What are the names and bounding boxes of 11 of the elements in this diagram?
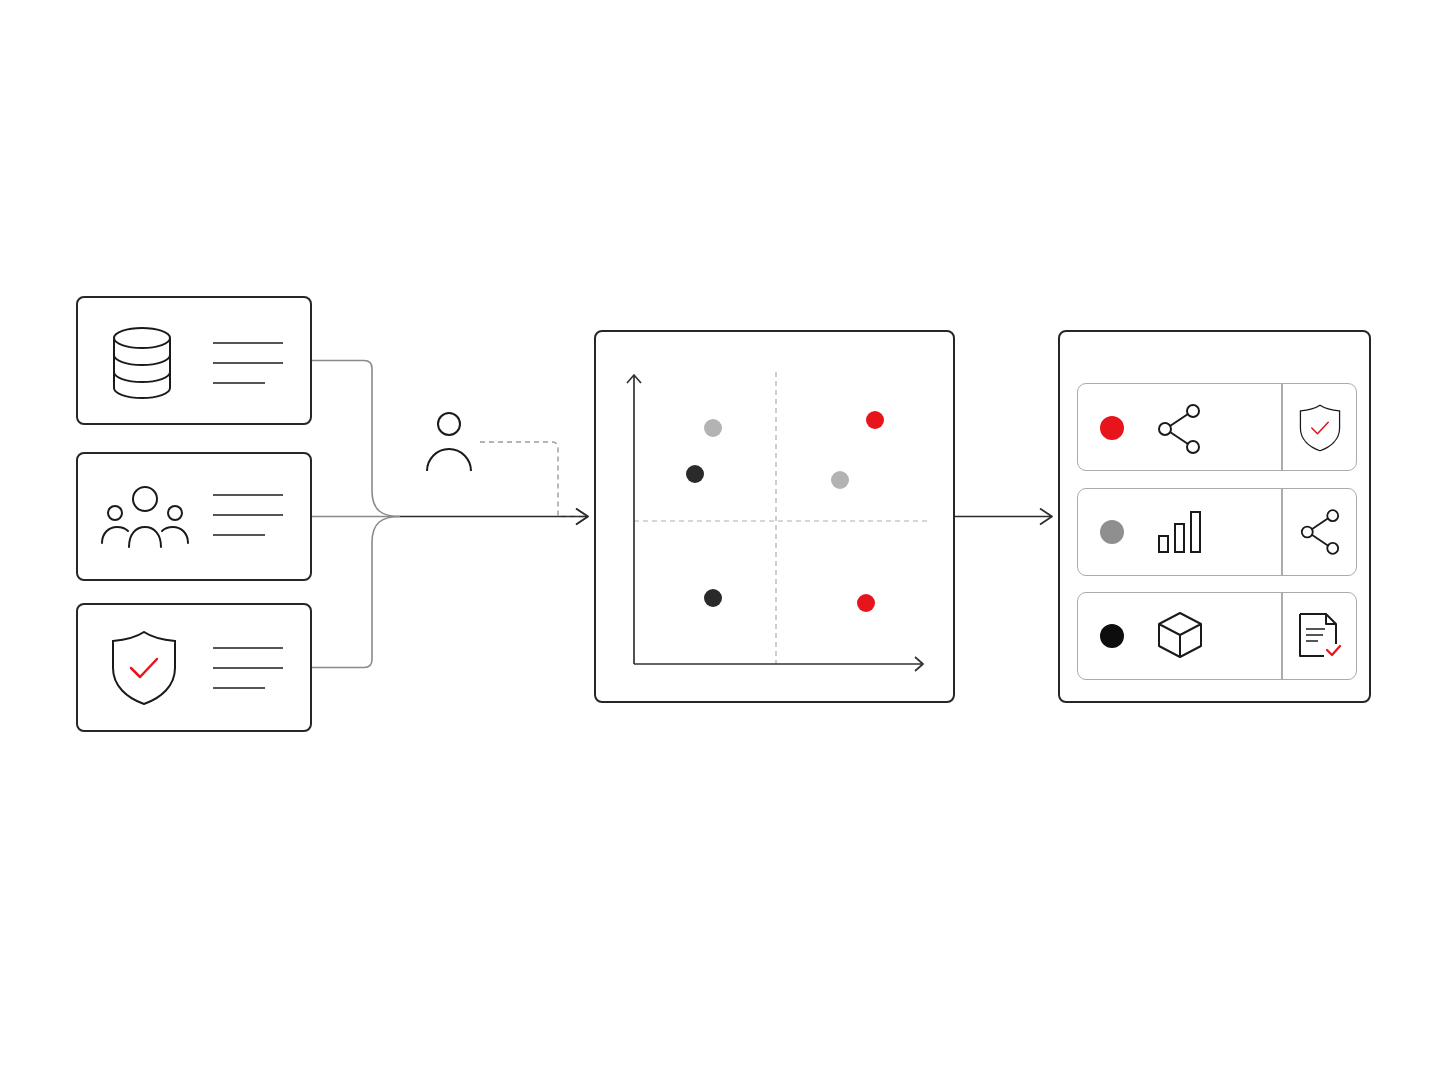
source-card — [76, 452, 312, 581]
person-icon — [424, 411, 474, 473]
source-card — [76, 296, 312, 425]
result-row — [1077, 383, 1357, 471]
result-row — [1077, 488, 1357, 576]
result-panel — [1058, 330, 1371, 703]
connector-line — [311, 515, 401, 669]
arrow — [399, 507, 589, 526]
arrow — [954, 507, 1053, 526]
source-card — [76, 603, 312, 732]
result-row — [1077, 592, 1357, 680]
